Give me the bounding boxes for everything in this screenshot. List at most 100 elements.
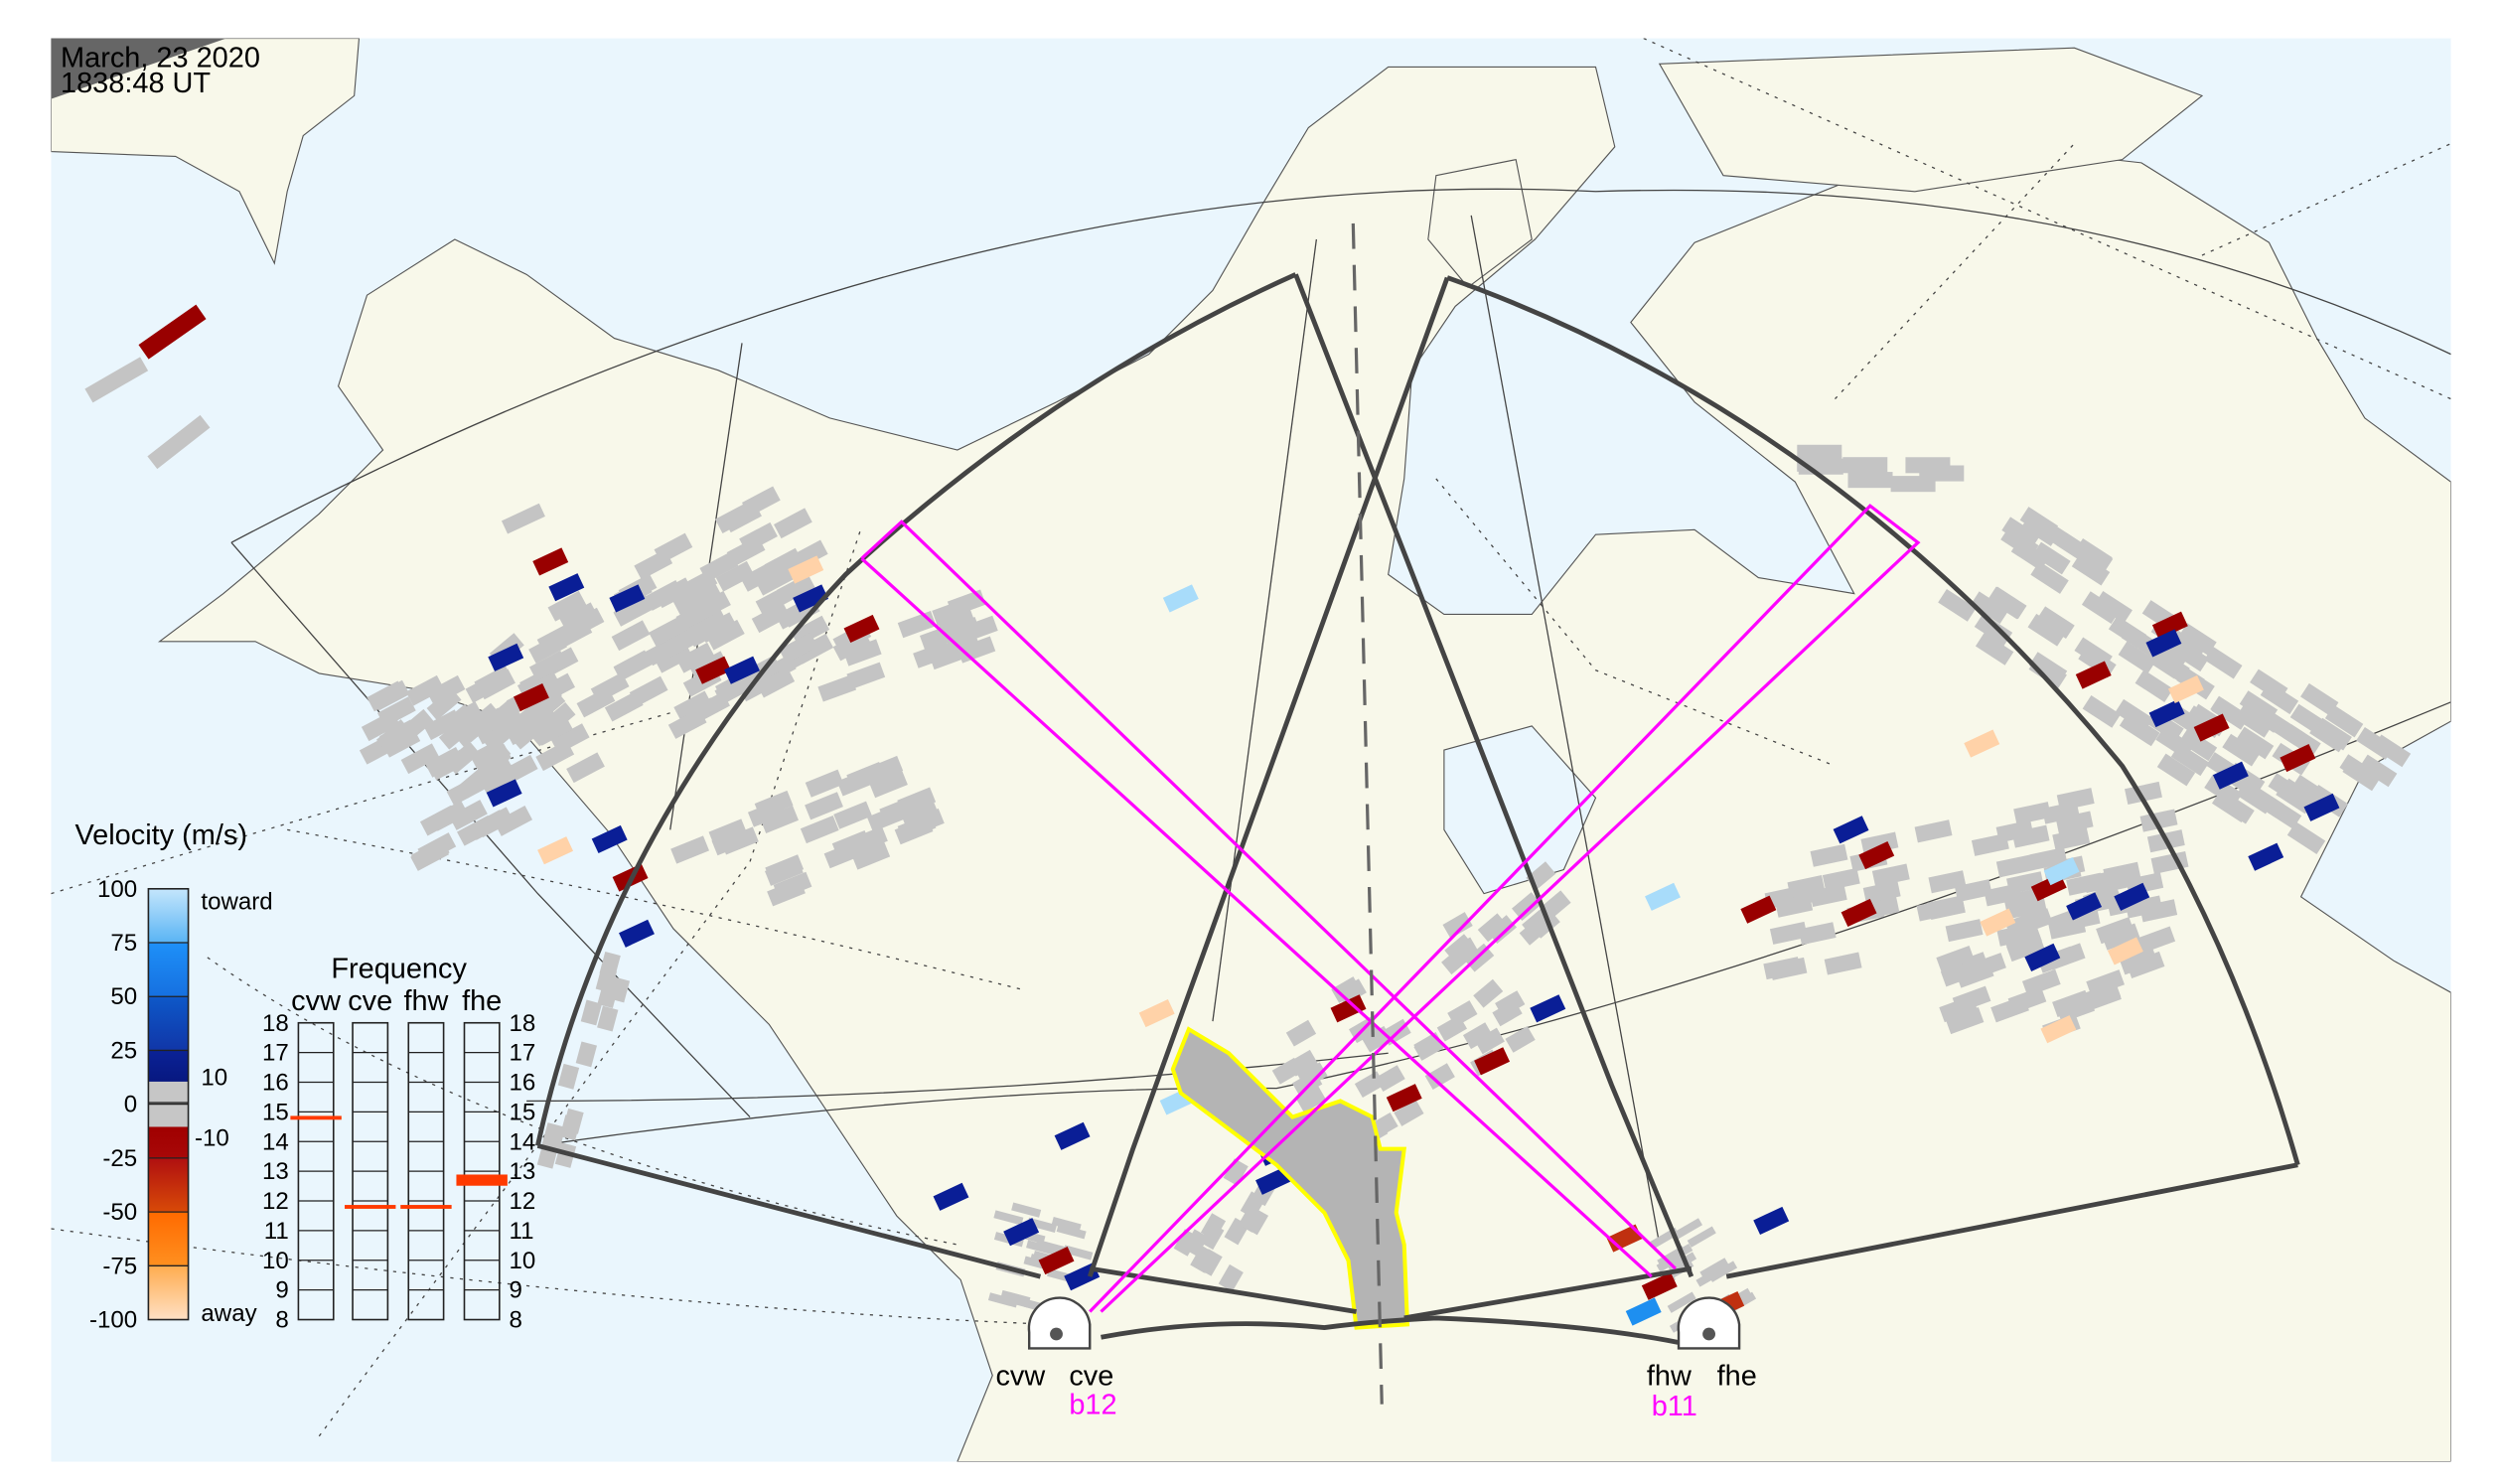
velocity-cell — [833, 801, 873, 829]
velocity-cell — [695, 656, 732, 684]
velocity-cell — [823, 840, 863, 869]
velocity-cell — [2032, 541, 2071, 575]
velocity-tick-label: -25 — [102, 1145, 137, 1172]
velocity-cell — [675, 600, 715, 632]
velocity-cell — [2372, 734, 2412, 768]
time-label: 1838:48 UT — [61, 68, 211, 99]
velocity-cell — [1474, 1027, 1505, 1055]
velocity-cell — [1003, 1218, 1040, 1247]
velocity-cell — [370, 679, 410, 711]
velocity-cell — [1842, 457, 1888, 474]
fov-east-arc — [1446, 275, 2300, 1166]
velocity-cell — [537, 836, 574, 865]
velocity-cell — [670, 835, 709, 864]
velocity-cell — [1386, 1084, 1422, 1113]
velocity-cell — [1394, 1100, 1424, 1126]
velocity-cell — [440, 703, 476, 737]
velocity-cell — [1191, 1246, 1217, 1273]
velocity-cell — [684, 583, 723, 615]
velocity-cell — [760, 805, 799, 833]
toward-label: toward — [201, 889, 272, 916]
velocity-cell — [1740, 895, 1777, 924]
velocity-cell — [2005, 891, 2044, 915]
velocity-cell — [2248, 842, 2284, 871]
velocity-cell — [2081, 591, 2121, 624]
velocity-cell — [774, 508, 812, 539]
velocity-cell — [629, 675, 668, 707]
velocity-cell — [619, 919, 655, 948]
frequency-marker-fhe — [456, 1174, 508, 1186]
velocity-cell — [1530, 994, 1566, 1023]
velocity-cell — [1173, 1229, 1199, 1257]
velocity-cell — [575, 1041, 598, 1068]
sea-hudson-bay — [1443, 725, 1597, 895]
velocity-cell — [2024, 943, 2061, 971]
velocity-cell — [477, 668, 515, 700]
dotted-lines — [51, 38, 2451, 1437]
velocity-cell — [2136, 926, 2176, 954]
radar-west-site-icon — [1050, 1327, 1063, 1341]
velocity-cell — [1840, 898, 1877, 927]
velocity-cell — [755, 564, 795, 596]
velocity-cell — [1975, 633, 2014, 666]
velocity-cell — [942, 617, 981, 645]
velocity-cell — [2066, 892, 2103, 921]
velocity-cell — [1054, 1121, 1091, 1150]
velocity-cell — [1462, 1022, 1494, 1050]
velocity-cell — [1477, 913, 1508, 943]
velocity-cell — [901, 801, 940, 829]
velocity-cell — [2178, 728, 2218, 762]
velocity-cell — [2043, 857, 2080, 886]
velocity-cell — [2263, 796, 2302, 829]
velocity-cell — [805, 792, 843, 820]
velocity-cell — [486, 779, 522, 808]
velocity-tick-label: 25 — [110, 1037, 137, 1064]
velocity-cell — [445, 741, 481, 775]
fov-fhw-edge — [1293, 273, 1694, 1278]
velocity-cell — [2004, 910, 2044, 938]
frequency-scale-left: 11 — [264, 1218, 289, 1245]
velocity-cell — [426, 687, 462, 721]
velocity-cell — [2119, 712, 2158, 745]
velocity-cell — [754, 790, 794, 818]
velocity-cell — [514, 682, 549, 712]
velocity-cell — [400, 743, 440, 775]
velocity-cell — [530, 688, 566, 722]
velocity-cell — [458, 765, 494, 799]
fov-west-arc — [535, 272, 1297, 1146]
velocity-cell — [1138, 999, 1175, 1028]
velocity-cell — [789, 539, 828, 571]
velocity-legend-title: Velocity (m/s) — [75, 819, 247, 851]
velocity-cell — [1871, 863, 1910, 887]
velocity-cell — [2235, 726, 2275, 760]
velocity-cell — [405, 674, 445, 706]
velocity-cell — [2134, 669, 2173, 702]
velocity-cell — [1474, 1047, 1511, 1076]
velocity-cell — [1945, 919, 1984, 943]
velocity-cells — [84, 304, 2412, 1335]
velocity-cell — [1987, 586, 2026, 620]
velocity-cell — [1980, 908, 2016, 937]
velocity-cell — [2056, 531, 2096, 565]
highlight-region — [1170, 1026, 1410, 1330]
velocity-cell — [1995, 819, 2034, 843]
velocity-cell — [756, 667, 796, 698]
radar-east — [1677, 1296, 1741, 1350]
velocity-cell — [1687, 1226, 1716, 1248]
velocity-cell — [2083, 983, 2122, 1011]
land-greenland — [1658, 47, 2204, 193]
velocity-cell — [614, 595, 654, 626]
velocity-cell — [2040, 1015, 2077, 1044]
velocity-cell — [2118, 641, 2157, 674]
frequency-column-header: cve — [348, 985, 392, 1017]
velocity-cell — [2212, 761, 2249, 790]
frequency-column-header: fhe — [462, 985, 502, 1017]
velocity-cell — [1442, 912, 1473, 939]
velocity-cell — [739, 521, 778, 553]
velocity-cell — [843, 614, 880, 644]
velocity-cell — [417, 832, 457, 863]
velocity-cell — [894, 816, 934, 845]
velocity-cell — [1162, 584, 1199, 613]
velocity-cell — [2027, 613, 2066, 647]
velocity-cell — [2156, 753, 2196, 787]
